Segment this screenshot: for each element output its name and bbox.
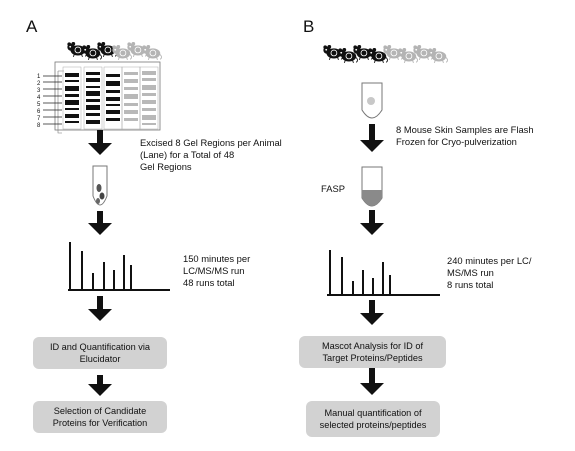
- panel-a-box-quantification: ID and Quantification via Elucidator: [33, 337, 167, 369]
- panel-a-tube: [92, 165, 108, 206]
- gel-row-number: 5: [37, 102, 41, 108]
- panel-b-spectrum: [327, 250, 440, 296]
- panel-a-spectrum: [68, 242, 170, 291]
- panel-a-box-selection: Selection of Candidate Proteins for Veri…: [33, 401, 167, 433]
- panel-b-box-mascot: Mascot Analysis for ID of Target Protein…: [299, 336, 446, 368]
- panel-b-sample-tube: [361, 82, 383, 119]
- panel-b-sample-text: 8 Mouse Skin Samples are Flash Frozen fo…: [396, 124, 534, 147]
- panel-a-mice: [66, 42, 162, 60]
- gel-row-number: 6: [37, 109, 41, 115]
- fasp-label: FASP: [321, 183, 345, 194]
- gel-row-number: 4: [37, 95, 41, 101]
- panel-b-mouse-icon: [427, 48, 448, 63]
- panel-b-mice: [322, 45, 448, 63]
- panel-a-mouse-icon: [141, 45, 162, 60]
- panel-a-letter: A: [26, 17, 38, 36]
- panel-a-gel-text: Excised 8 Gel Regions per Animal (Lane) …: [140, 137, 282, 172]
- gel-row-number: 7: [37, 116, 41, 122]
- gel-row-number: 2: [37, 81, 41, 87]
- gel-row-number: 1: [37, 74, 41, 80]
- gel-row-number: 3: [37, 88, 41, 94]
- panel-a-run-text: 150 minutes per LC/MS/MS run 48 runs tot…: [183, 253, 251, 288]
- gel-row-number: 8: [37, 123, 41, 129]
- panel-b-run-text: 240 minutes per LC/ MS/MS run 8 runs tot…: [447, 255, 532, 290]
- panel-b-letter: B: [303, 17, 315, 36]
- panel-b-box-manual-quant: Manual quantification of selected protei…: [306, 401, 440, 437]
- fasp-tube: [361, 166, 383, 207]
